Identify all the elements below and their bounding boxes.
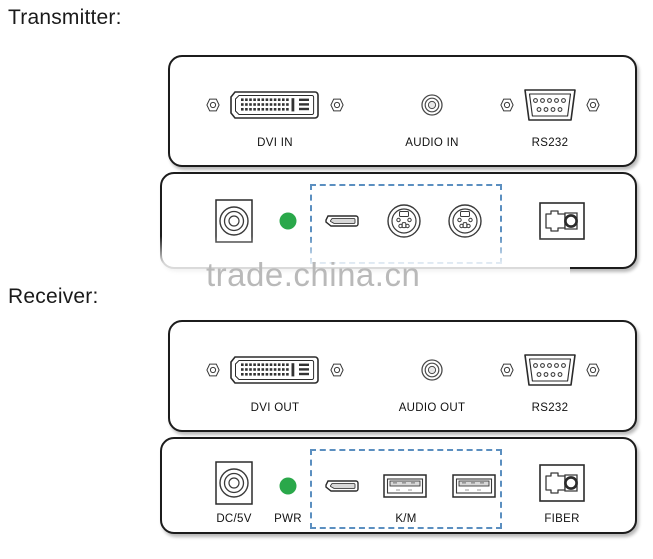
mini-usb-icon [325, 476, 359, 496]
audio-jack-icon [421, 94, 443, 116]
ps2-port-icon [448, 204, 482, 238]
usb-a-port-icon [383, 474, 427, 498]
db9-serial-icon [520, 353, 580, 387]
port-label-audio-in: AUDIO IN [405, 137, 459, 149]
port-label-fiber: FIBER [544, 513, 580, 525]
receiver-front-panel: DVI OUT AUDIO OUT [168, 320, 637, 432]
fiber-port-icon [539, 202, 585, 240]
transmitter-rear-panel [160, 172, 637, 269]
dvi-connector-icon [229, 90, 321, 120]
power-led-icon [279, 212, 297, 230]
mini-usb-icon [325, 211, 359, 231]
port-label-dc5v: DC/5V [216, 513, 252, 525]
usb-a-port-icon [452, 474, 496, 498]
audio-jack-icon [421, 359, 443, 381]
port-label-rs232: RS232 [531, 137, 569, 149]
screw-post-icon [586, 363, 600, 377]
screw-post-icon [330, 363, 344, 377]
transmitter-front-panel: DVI IN AUDIO IN [168, 55, 637, 167]
fiber-port-icon [539, 464, 585, 502]
screw-post-icon [206, 363, 220, 377]
screw-post-icon [330, 98, 344, 112]
port-label-dvi-out: DVI OUT [250, 402, 300, 414]
receiver-rear-panel: DC/5V PWR [160, 437, 637, 534]
port-label-dvi-in: DVI IN [257, 137, 293, 149]
km-highlight-box [310, 449, 502, 529]
screw-post-icon [500, 98, 514, 112]
port-label-audio-out: AUDIO OUT [398, 402, 466, 414]
dc-power-jack-icon [215, 461, 253, 505]
dc-power-jack-icon [215, 199, 253, 243]
screw-post-icon [586, 98, 600, 112]
page-title-transmitter: Transmitter: [8, 6, 122, 29]
dvi-connector-icon [229, 355, 321, 385]
port-label-rs232: RS232 [531, 402, 569, 414]
screw-post-icon [206, 98, 220, 112]
port-label-km: K/M [395, 513, 417, 525]
power-led-icon [279, 477, 297, 495]
port-label-pwr: PWR [274, 513, 302, 525]
screw-post-icon [500, 363, 514, 377]
ps2-port-icon [387, 204, 421, 238]
page-title-receiver: Receiver: [8, 285, 99, 308]
db9-serial-icon [520, 88, 580, 122]
